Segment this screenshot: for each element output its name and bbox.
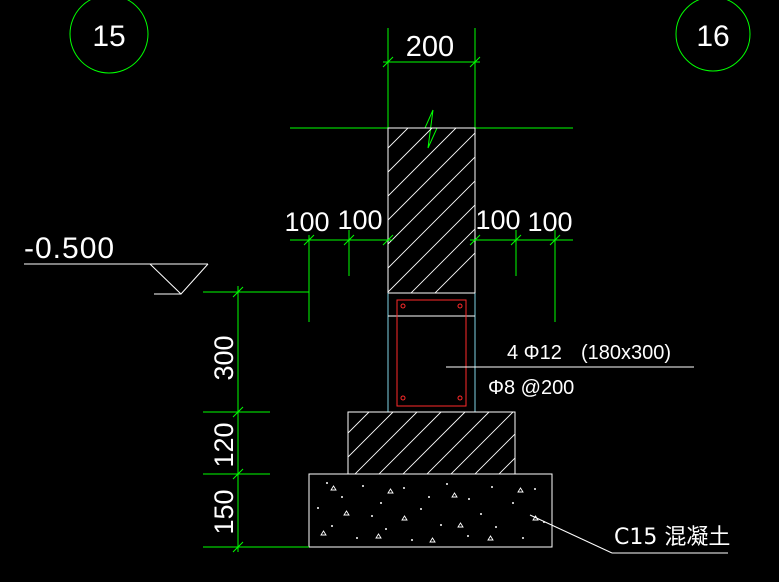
stirrup [396, 299, 467, 407]
elevation-text: -0.500 [24, 232, 115, 265]
step-left-outer-text: 100 [284, 207, 329, 237]
concrete-aggregate-triangles [320, 485, 539, 543]
wall-section [387, 127, 476, 294]
axis-label-16: 16 [696, 20, 729, 53]
step-right-outer-text: 100 [527, 207, 572, 237]
step-right-inner-text: 100 [475, 205, 520, 235]
axis-bubble-16: 16 [675, 0, 751, 72]
concrete-cushion [308, 473, 553, 548]
rebar-dot [400, 395, 406, 401]
cushion-annotation: C15 混凝土 [529, 514, 730, 554]
rebar-dot [457, 395, 463, 401]
beam-annotation: 4 Φ12 (180x300) Φ8 @200 [446, 342, 694, 399]
elevation-mark: -0.500 [24, 232, 209, 295]
step-dimensions: 100 100 100 100 [284, 205, 573, 322]
ground-beam [387, 292, 476, 412]
axis-bubble-15: 15 [69, 0, 149, 74]
rebar-dot [400, 303, 406, 309]
vertical-dimensions: 300 120 150 [203, 286, 309, 553]
footing-height-text: 120 [209, 422, 239, 467]
wall-width-text: 200 [406, 31, 454, 63]
beam-section-text: (180x300) [581, 342, 671, 364]
footing-section [347, 411, 516, 475]
wall-width-dimension: 200 [382, 28, 481, 128]
axis-label-15: 15 [92, 20, 125, 53]
rebar-dot [457, 303, 463, 309]
wall-hatch [388, 128, 475, 293]
step-left-inner-text: 100 [337, 205, 382, 235]
cushion-height-text: 150 [209, 489, 239, 534]
beam-main-rebar-text: 4 Φ12 [507, 342, 562, 364]
beam-height-text: 300 [209, 335, 239, 380]
beam-stirrup-text: Φ8 @200 [488, 377, 574, 399]
concrete-aggregate-pattern [317, 482, 545, 541]
cushion-material-text: C15 混凝土 [614, 525, 730, 550]
footing-hatch [348, 412, 515, 474]
